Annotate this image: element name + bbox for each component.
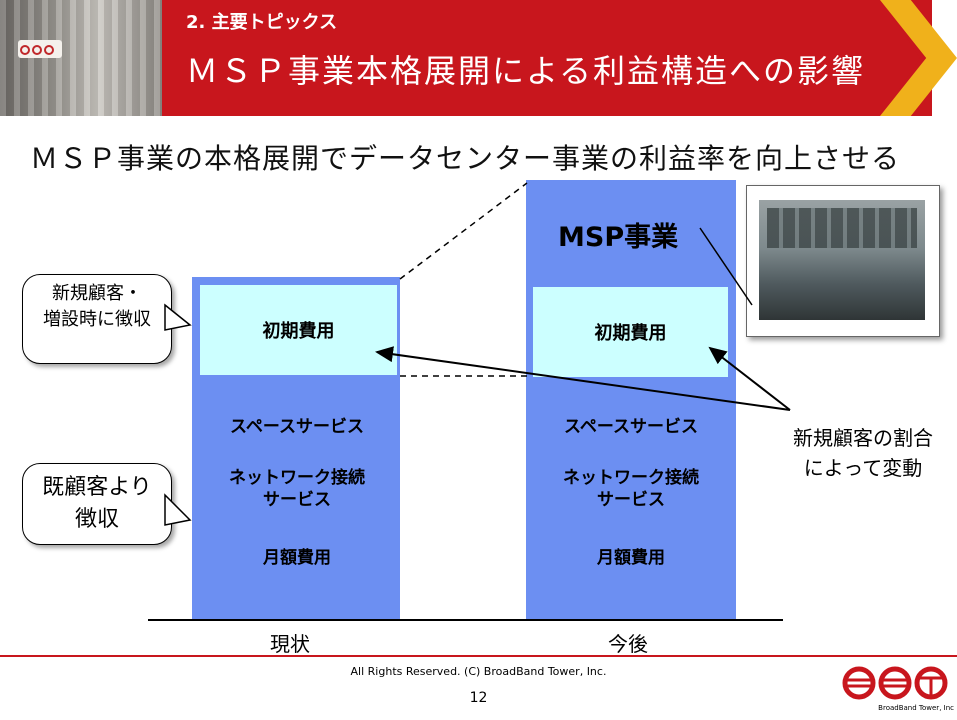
headline: ＭＳＰ事業の本格展開でデータセンター事業の利益率を向上させる bbox=[30, 142, 901, 175]
monthly-cost-future: 月額費用 bbox=[597, 548, 665, 568]
mini-logo-icon bbox=[18, 40, 62, 58]
network-service-future: ネットワーク接続 サービス bbox=[563, 468, 699, 510]
slide-title: ＭＳＰ事業本格展開による利益構造への影響 bbox=[186, 52, 866, 90]
header: 2. 主要トピックス ＭＳＰ事業本格展開による利益構造への影響 bbox=[0, 0, 957, 116]
xlabel-future: 今後 bbox=[608, 632, 648, 656]
operations-photo bbox=[746, 185, 940, 337]
page-number: 12 bbox=[469, 690, 488, 706]
network-service-current: ネットワーク接続 サービス bbox=[229, 468, 365, 510]
callout-new-customers: 新規顧客・ 増設時に徴収 bbox=[22, 274, 172, 364]
monthly-cost-current: 月額費用 bbox=[263, 548, 331, 568]
right-note: 新規顧客の割合 によって変動 bbox=[793, 426, 933, 480]
header-band bbox=[162, 0, 932, 116]
logo-text: BroadBand Tower, Inc bbox=[878, 704, 954, 712]
header-photo bbox=[0, 0, 162, 116]
callout-existing-customers: 既顧客より 徴収 bbox=[22, 463, 172, 545]
bar-future bbox=[526, 180, 736, 619]
xlabel-current: 現状 bbox=[270, 632, 310, 656]
footer-divider bbox=[0, 655, 957, 657]
initial-cost-future: 初期費用 bbox=[533, 287, 728, 377]
copyright: All Rights Reserved. (C) BroadBand Tower… bbox=[350, 665, 607, 678]
space-service-current: スペースサービス bbox=[230, 417, 364, 437]
space-service-future: スペースサービス bbox=[564, 417, 698, 437]
logo-circles-icon bbox=[842, 666, 948, 700]
baseline bbox=[148, 619, 783, 621]
msp-label: MSP事業 bbox=[558, 222, 679, 253]
initial-cost-current: 初期費用 bbox=[200, 285, 397, 375]
company-logo: BroadBand Tower, Inc bbox=[842, 666, 954, 716]
callout-existing-customers-text: 既顧客より 徴収 bbox=[42, 475, 152, 532]
callout-new-customers-text: 新規顧客・ 増設時に徴収 bbox=[43, 283, 151, 330]
section-label: 2. 主要トピックス bbox=[186, 12, 338, 33]
